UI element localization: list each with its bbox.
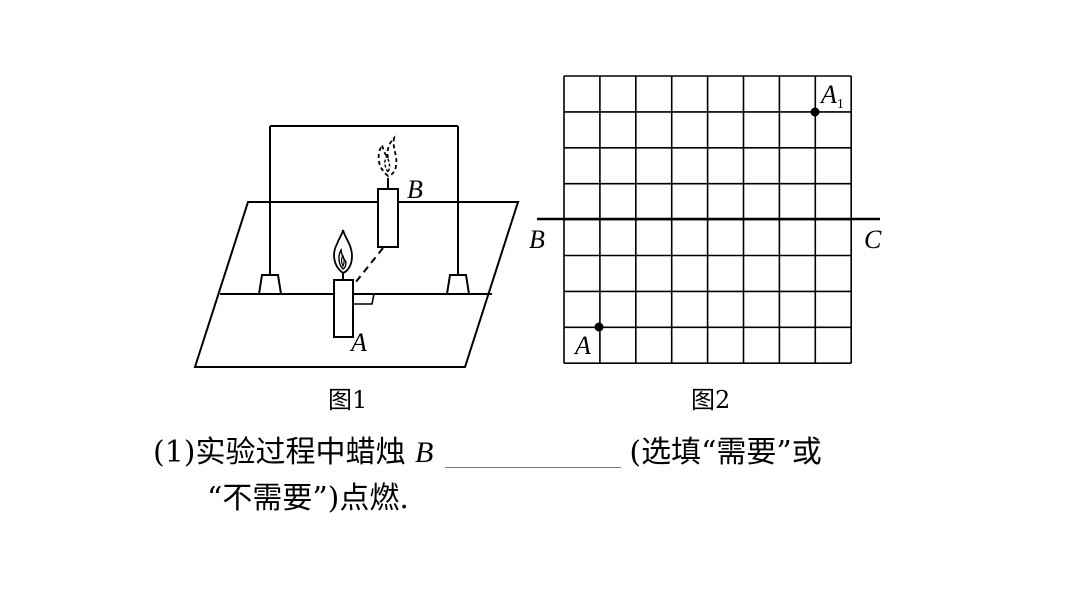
candle-a-flame-core-icon bbox=[340, 254, 345, 268]
candle-b bbox=[377, 188, 399, 248]
plate-stand-left bbox=[257, 274, 283, 295]
right-angle-mark bbox=[353, 293, 375, 305]
question-prefix: (1)实验过程中蜡烛 bbox=[153, 435, 416, 470]
candle-b-flame-icon bbox=[377, 135, 398, 177]
fig2-label-b: B bbox=[529, 225, 545, 254]
question-candle-b: B bbox=[415, 436, 434, 469]
fig2-label-c: C bbox=[864, 225, 882, 254]
fig2-label-a: A bbox=[573, 331, 591, 360]
question-block: (1)实验过程中蜡烛 B (选填“需要”或 “不需要”)点燃. bbox=[153, 430, 1013, 522]
figure2-marks bbox=[537, 107, 880, 332]
question-after-blank: (选填“需要”或 bbox=[629, 435, 822, 470]
candle-connecting-dashed-line bbox=[354, 247, 384, 284]
fig1-label-a: A bbox=[349, 328, 367, 357]
question-line-2: “不需要”)点燃. bbox=[207, 481, 409, 516]
plate-stand-right bbox=[445, 274, 471, 295]
candle-b-flame-inner-icon bbox=[384, 154, 391, 174]
fig2-caption: 图2 bbox=[691, 386, 730, 414]
figure1 bbox=[193, 125, 520, 368]
question-line-1: (1)实验过程中蜡烛 B (选填“需要”或 bbox=[153, 430, 1013, 476]
fig1-caption: 图1 bbox=[328, 386, 367, 414]
fig2-label-a1: A1 bbox=[819, 80, 844, 112]
candle-a-flame-icon bbox=[333, 229, 353, 275]
answer-blank[interactable] bbox=[445, 437, 622, 468]
point-a bbox=[594, 322, 604, 332]
point-a1 bbox=[810, 107, 820, 117]
fig1-label-b: B bbox=[407, 175, 423, 204]
